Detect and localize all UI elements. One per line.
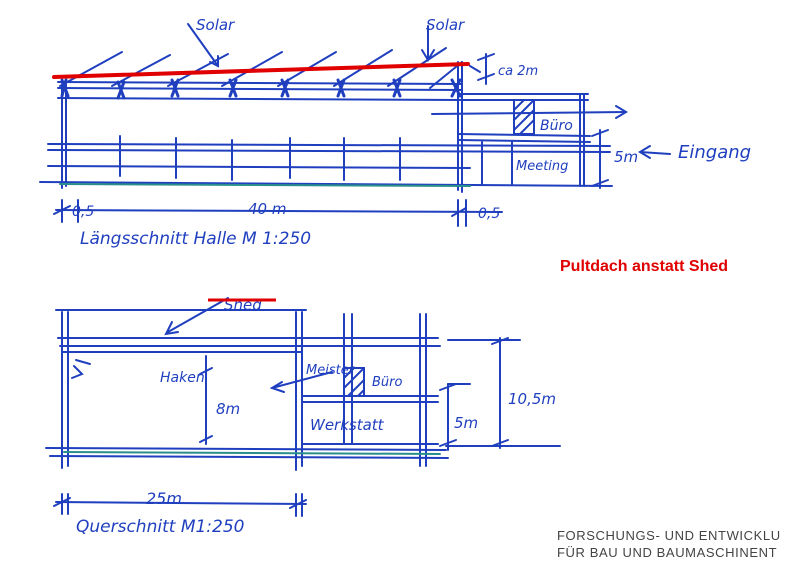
ground-line-bottom [63, 451, 441, 455]
footer-line-2: FÜR BAU UND BAUMASCHINENT [557, 545, 778, 560]
cross-section [45, 297, 561, 517]
height-dim-top: 5m [614, 148, 638, 166]
footer-institute: FORSCHUNGS- UND ENTWICKLU FÜR BAU UND BA… [557, 527, 788, 561]
height-hall: 8m [216, 400, 240, 418]
ground-line-top [59, 183, 471, 187]
solar-label-left: Solar [196, 16, 235, 34]
footer-line-1: FORSCHUNGS- UND ENTWICKLU [557, 528, 781, 543]
caption-cross: Querschnitt M1:250 [76, 517, 244, 537]
height-total: 10,5m [508, 390, 556, 408]
height-small: 5m [454, 414, 478, 432]
caption-longitudinal: Längsschnitt Halle M 1:250 [80, 229, 311, 249]
dim-left: 0,5 [72, 204, 94, 220]
entrance-label: Eingang [678, 142, 751, 163]
note-monopitch: Pultdach anstatt Shed [560, 258, 729, 275]
office-label-bottom: Büro [372, 375, 403, 390]
dim-length: 40 m [248, 200, 286, 218]
monopitch-roof-line [52, 62, 470, 79]
dim-top-right: ca 2m [498, 64, 538, 79]
solar-label-right: Solar [426, 16, 465, 34]
longitudinal-section [39, 23, 671, 227]
dim-width: 25m [146, 489, 182, 508]
workshop-label: Werkstatt [310, 416, 385, 434]
dim-right: 0,5 [478, 206, 500, 222]
master-label: Meister [306, 363, 356, 378]
meeting-label: Meeting [516, 159, 568, 174]
hook-label: Haken [160, 370, 205, 386]
office-label-top: Büro [540, 118, 573, 134]
